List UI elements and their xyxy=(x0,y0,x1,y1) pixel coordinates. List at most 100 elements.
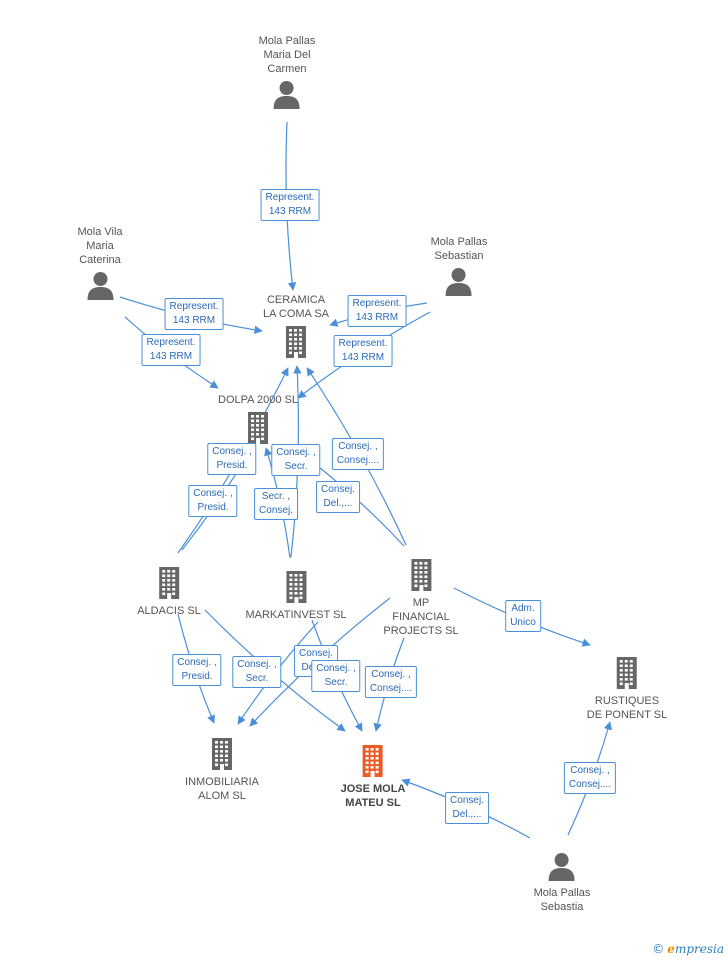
node-label-line: MARKATINVEST SL xyxy=(245,609,347,621)
edge-label-2[interactable]: Represent. 143 RRM xyxy=(141,334,201,366)
node-inmobiliaria[interactable]: INMOBILIARIA ALOM SL xyxy=(185,733,259,803)
node-aldacis[interactable]: ALDACIS SL xyxy=(137,562,201,618)
node-label-line: ALDACIS SL xyxy=(137,605,201,617)
node-label-line: MP xyxy=(412,597,430,609)
edge-label-line: Represent. xyxy=(338,338,388,349)
building-icon xyxy=(212,738,232,770)
node-label-line: CERAMICA xyxy=(266,294,326,306)
edge-label-line: Consej. , xyxy=(177,657,217,668)
person-icon xyxy=(86,272,113,300)
node-label-line: JOSE MOLA xyxy=(340,783,406,795)
edge-label-line: Represent. xyxy=(169,301,219,312)
edge-label-9[interactable]: Secr. ,Consej. xyxy=(254,488,298,520)
node-label: ALDACIS SL xyxy=(137,604,201,618)
edge-label-line: Consej. , xyxy=(338,441,378,452)
node-label-line: RUSTIQUES xyxy=(594,695,660,707)
edge-label-line: Represent. xyxy=(352,298,402,309)
edge-label-6[interactable]: Consej. , Secr. xyxy=(271,444,321,476)
person-icon xyxy=(273,81,300,109)
edge-label-line: Consej. , xyxy=(237,659,277,670)
edge-label-line: 143 RRM xyxy=(149,351,193,362)
edge-label-15[interactable]: Consej. , Secr. xyxy=(311,660,361,692)
building-icon xyxy=(617,657,637,689)
building-icon xyxy=(286,326,306,358)
node-label: JOSE MOLA MATEU SL xyxy=(341,782,406,810)
edge-label-4[interactable]: Represent. 143 RRM xyxy=(333,335,393,367)
node-label-line: Carmen xyxy=(267,63,307,75)
edge-label-line: Consej.... xyxy=(369,683,413,694)
node-label: INMOBILIARIA ALOM SL xyxy=(185,775,259,803)
edge-label-7[interactable]: Consej. , Consej.... xyxy=(331,438,385,470)
brand-footer: ©empresia xyxy=(652,942,724,956)
building-icon xyxy=(248,412,268,444)
edge-label-line: Consej. , xyxy=(276,447,316,458)
node-label-line: Sebastian xyxy=(434,250,484,262)
node-label-line: DOLPA 2000 SL xyxy=(218,394,298,406)
edge-label-line: Secr. , xyxy=(261,491,291,502)
node-label-line: MATEU SL xyxy=(345,797,401,809)
edge-label-17[interactable]: Consej. , Consej.... xyxy=(563,762,617,794)
edge-label-line: Consej.... xyxy=(568,779,612,790)
edge-label-5[interactable]: Consej. , Presid. xyxy=(207,443,257,475)
node-label-line: Mola Pallas xyxy=(430,236,488,248)
edge-label-line: Secr. xyxy=(324,677,348,688)
building-icon xyxy=(286,571,306,603)
building-icon xyxy=(362,745,383,777)
node-dolpa[interactable]: DOLPA 2000 SL xyxy=(218,393,298,449)
node-label-line: INMOBILIARIA xyxy=(185,776,259,788)
edge-label-0[interactable]: Represent.143 RRM xyxy=(260,189,320,221)
edge-label-line: Consej. , xyxy=(193,488,233,499)
edge-label-1[interactable]: Represent. 143 RRM xyxy=(164,298,224,330)
node-label-line: Maria Del xyxy=(263,49,311,61)
edge-label-line: Del.,... xyxy=(323,498,353,509)
edge-label-line: Consej. , xyxy=(212,446,252,457)
node-label-line: ALOM SL xyxy=(198,790,246,802)
node-jose-mola[interactable]: JOSE MOLA MATEU SL xyxy=(341,740,406,810)
node-label: DOLPA 2000 SL xyxy=(218,393,298,407)
edge-label-line: Consej. , xyxy=(316,663,356,674)
edge-label-line: Represent. xyxy=(146,337,196,348)
brand-name: mpresia xyxy=(674,942,724,956)
edge-label-line: Consej. , xyxy=(570,765,610,776)
edge-label-8[interactable]: Consej. ,Presid. xyxy=(188,485,238,517)
edge-label-12[interactable]: Consej. ,Presid. xyxy=(172,654,222,686)
node-label-line: Mola Vila xyxy=(77,226,123,238)
edge-label-18[interactable]: Consej. Del.,... xyxy=(445,792,489,824)
edge-label-10[interactable]: Consej. Del.,... xyxy=(316,481,360,513)
edge-label-line: Secr. xyxy=(284,461,308,472)
edge-label-line: Consej.... xyxy=(336,455,380,466)
edge-label-line: Adm. xyxy=(511,603,535,614)
edge-label-16[interactable]: Consej. ,Consej.... xyxy=(364,666,418,698)
node-label-line: PROJECTS SL xyxy=(383,625,459,637)
edge-label-11[interactable]: Adm. Unico xyxy=(505,600,541,632)
edge-label-line: Consej. xyxy=(450,795,484,806)
edge-label-3[interactable]: Represent. 143 RRM xyxy=(347,295,407,327)
edge-label-13[interactable]: Consej. ,Secr. xyxy=(232,656,282,688)
edge-label-line: 143 RRM xyxy=(341,352,385,363)
person-icon xyxy=(548,853,575,881)
node-markatinvest[interactable]: MARKATINVEST SL xyxy=(245,566,347,622)
edge-label-line: Consej. xyxy=(321,484,355,495)
node-label-line: Maria xyxy=(86,240,114,252)
edge-label-line: Unico xyxy=(510,617,536,628)
building-icon xyxy=(159,567,179,599)
edge-label-line: 143 RRM xyxy=(172,315,216,326)
edge-label-line: Del.,... xyxy=(452,809,482,820)
edge-label-line: 143 RRM xyxy=(355,312,399,323)
edge-label-line: Presid. xyxy=(216,460,248,471)
copyright-symbol: © xyxy=(652,942,665,956)
